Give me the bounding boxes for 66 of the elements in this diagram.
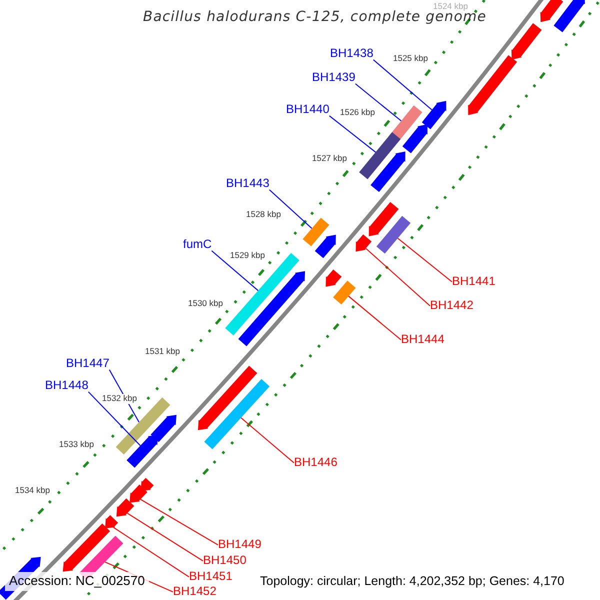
leader-line bbox=[348, 296, 402, 340]
gene-feature bbox=[326, 270, 342, 287]
leader-line bbox=[354, 83, 402, 122]
gene-feature bbox=[126, 434, 158, 468]
gene-feature bbox=[198, 366, 258, 430]
leader-line bbox=[113, 526, 190, 578]
gene-feature bbox=[402, 124, 428, 154]
gene-label: BH1441 bbox=[452, 275, 496, 289]
map-title: Bacillus halodurans C-125, complete genome bbox=[143, 9, 486, 26]
gene-feature bbox=[368, 202, 399, 236]
gene-feature bbox=[511, 23, 542, 60]
tick-label: 1530 kbp bbox=[188, 299, 223, 309]
tick-label: 1531 kbp bbox=[145, 347, 180, 357]
gene-feature bbox=[105, 515, 118, 528]
gene-label: fumC bbox=[183, 238, 212, 252]
gene-label: BH1442 bbox=[430, 299, 474, 313]
leader-line bbox=[88, 391, 141, 446]
leader-line bbox=[268, 189, 312, 229]
gene-label: BH1438 bbox=[330, 47, 374, 61]
gene-label: BH1450 bbox=[203, 554, 246, 568]
tick-label: 1524 kbp bbox=[433, 2, 468, 12]
gene-feature bbox=[314, 234, 336, 258]
gene-label: BH1440 bbox=[286, 103, 330, 117]
gene-label: BH1439 bbox=[312, 71, 356, 85]
gene-label: BH1448 bbox=[45, 379, 88, 393]
tick-label: 1526 kbp bbox=[340, 108, 375, 118]
gene-feature bbox=[204, 378, 270, 450]
leader-line bbox=[397, 238, 452, 282]
leader-line bbox=[126, 512, 204, 562]
gene-feature bbox=[376, 216, 411, 254]
gene-feature bbox=[333, 280, 356, 305]
leader-line bbox=[140, 498, 218, 546]
gene-label: BH1447 bbox=[66, 357, 110, 371]
gene-feature bbox=[370, 152, 406, 192]
tick-label: 1532 kbp bbox=[102, 394, 137, 404]
tick-label: 1525 kbp bbox=[393, 54, 428, 64]
gene-feature bbox=[116, 498, 134, 517]
gene-label: BH1443 bbox=[226, 177, 270, 191]
tick-label: 1528 kbp bbox=[246, 210, 281, 220]
gene-label: BH1452 bbox=[173, 585, 216, 599]
accession-text: Accession: NC_002570 bbox=[5, 572, 149, 591]
gene-feature bbox=[302, 218, 330, 246]
gene-label: BH1451 bbox=[189, 570, 232, 584]
gene-feature bbox=[130, 484, 148, 503]
gene-feature bbox=[422, 100, 446, 130]
tick-label: 1533 kbp bbox=[59, 440, 94, 450]
leader-line bbox=[372, 59, 432, 110]
gene-label: BH1446 bbox=[294, 456, 338, 470]
gene-feature bbox=[356, 234, 372, 252]
tick-label: 1534 kbp bbox=[15, 486, 50, 496]
tick-label: 1527 kbp bbox=[312, 154, 347, 164]
gene-feature bbox=[468, 55, 518, 116]
gene-feature bbox=[140, 478, 154, 492]
leader-line bbox=[240, 417, 294, 464]
tick-label: 1529 kbp bbox=[230, 251, 265, 261]
leader-line bbox=[211, 250, 259, 292]
gene-feature bbox=[540, 0, 564, 22]
gene-label: BH1449 bbox=[218, 538, 262, 552]
gene-feature bbox=[238, 271, 306, 346]
gene-feature bbox=[150, 414, 176, 442]
gene-feature bbox=[225, 252, 300, 336]
leader-line bbox=[365, 248, 430, 306]
gene-feature bbox=[62, 523, 110, 572]
gene-feature bbox=[554, 0, 585, 32]
gene-feature bbox=[359, 132, 401, 180]
gene-label: BH1444 bbox=[401, 333, 444, 347]
